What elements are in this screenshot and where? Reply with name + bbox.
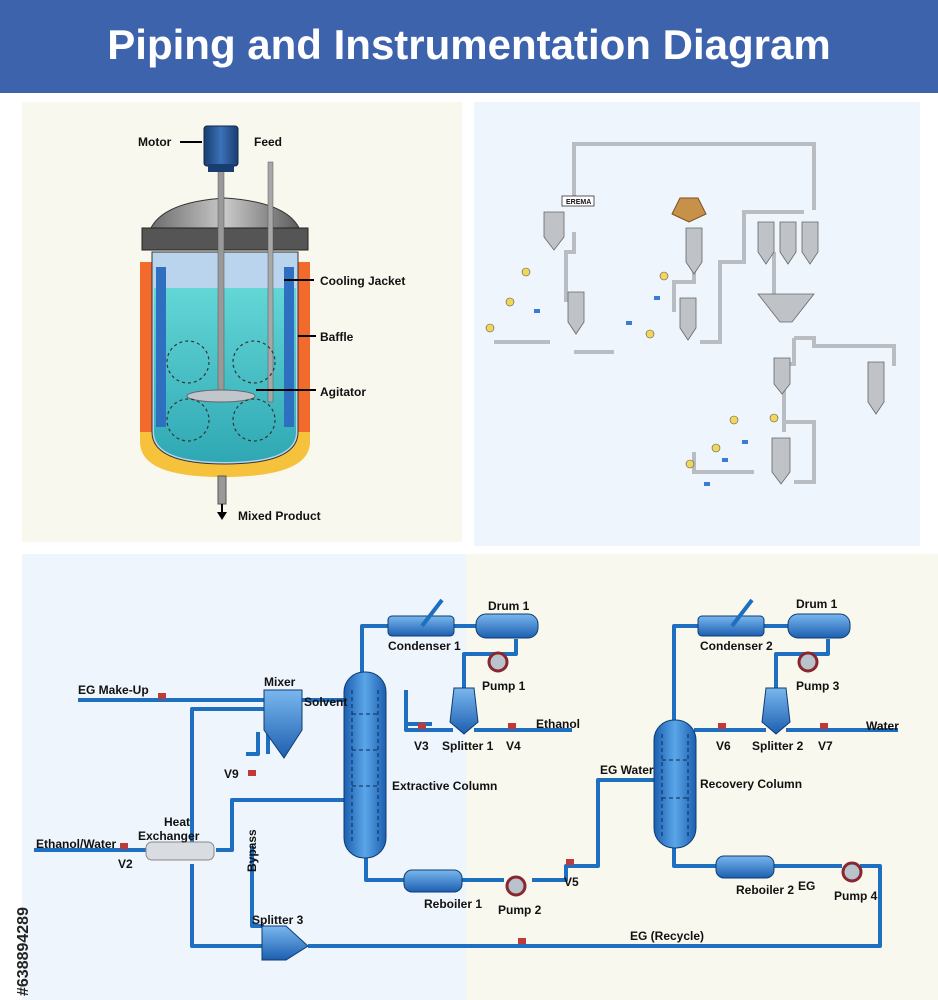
condenser-1-vent (420, 598, 444, 628)
reboiler-1-label: Reboiler 1 (424, 897, 482, 911)
extractive-column (343, 671, 387, 859)
vessel-flange (141, 227, 309, 251)
splitter-3-label: Splitter 3 (252, 913, 304, 927)
v7-label: V7 (818, 739, 833, 753)
erema-gauges (485, 267, 779, 469)
pump-4-label: Pump 4 (834, 889, 878, 903)
water-label: Water (866, 719, 899, 733)
agitator-label: Agitator (320, 385, 366, 399)
callout-arrows (180, 141, 316, 391)
condenser-2-vent (730, 598, 754, 628)
ethanol-label: Ethanol (536, 717, 580, 731)
condenser-2 (697, 615, 765, 637)
agitator-blades (186, 389, 256, 403)
v9-label: V9 (224, 767, 239, 781)
v4-label: V4 (506, 739, 521, 753)
reboiler-2-label: Reboiler 2 (736, 883, 794, 897)
erema-label-box (561, 195, 595, 207)
extractive-column-label: Extractive Column (392, 779, 497, 793)
stock-id-watermark: #638894289 (15, 907, 32, 996)
pump-3 (797, 651, 819, 673)
erema-panel: EREMA (474, 102, 920, 546)
recovery-column-trays (661, 734, 689, 836)
erema-valves (534, 296, 748, 486)
v2-label: V2 (118, 857, 133, 871)
ethanol-water-label: Ethanol/Water (36, 837, 117, 851)
heat-label: Heat (164, 815, 190, 829)
splitter-2 (761, 687, 791, 735)
bypass-label: Bypass (245, 829, 259, 872)
splitter-3 (261, 925, 309, 961)
splitter-1 (449, 687, 479, 735)
splitter-1-label: Splitter 1 (442, 739, 494, 753)
cooling-jacket-label: Cooling Jacket (320, 274, 405, 288)
eg-recycle-label: EG (Recycle) (630, 929, 704, 943)
drum-1-label: Drum 1 (488, 599, 530, 613)
agitator-shaft (217, 167, 225, 399)
recovery-column (653, 719, 697, 849)
motor-base (208, 164, 234, 172)
pump-4 (841, 861, 863, 883)
process-panel: EG Make-Up Mixer Solvent Condenser 1 Dru… (22, 554, 938, 1000)
reactor-diagram: Motor Feed Cooling Jacket Baffle Agitato… (138, 125, 405, 523)
pump-2 (505, 875, 527, 897)
drum-2-label: Drum 1 (796, 597, 838, 611)
eg-makeup-label: EG Make-Up (78, 683, 149, 697)
page-title: Piping and Instrumentation Diagram (107, 21, 831, 68)
pump-1 (487, 651, 509, 673)
mixer-label: Mixer (264, 675, 296, 689)
exchanger-label: Exchanger (138, 829, 200, 843)
reactor-panel: Motor Feed Cooling Jacket Baffle Agitato… (22, 102, 462, 542)
motor-label: Motor (138, 135, 172, 149)
solvent-label: Solvent (304, 695, 347, 709)
drum-1 (475, 613, 539, 639)
vessel-fluid (154, 288, 296, 462)
reboiler-1 (403, 869, 463, 893)
condenser-1 (387, 615, 455, 637)
pump-1-label: Pump 1 (482, 679, 526, 693)
eg-water-label: EG Water (600, 763, 654, 777)
erema-label: EREMA (566, 199, 591, 206)
vessel-lid (149, 197, 301, 231)
eg-label: EG (798, 879, 815, 893)
feed-label: Feed (254, 135, 282, 149)
product-arrow-head (217, 512, 227, 520)
splitter-2-label: Splitter 2 (752, 739, 804, 753)
v5-label: V5 (564, 875, 579, 889)
product-outlet-pipe (217, 475, 227, 505)
feed-pipe (267, 161, 274, 403)
flow-circulation (166, 340, 276, 442)
pump-3-label: Pump 3 (796, 679, 840, 693)
baffle-right (284, 267, 294, 427)
baffle-left (156, 267, 166, 427)
pump-2-label: Pump 2 (498, 903, 542, 917)
erema-diagram: EREMA (485, 142, 896, 486)
recovery-column-label: Recovery Column (700, 777, 802, 791)
header-banner: Piping and Instrumentation Diagram (0, 0, 938, 93)
process-flow-diagram: EG Make-Up Mixer Solvent Condenser 1 Dru… (34, 597, 899, 961)
mixed-product-label: Mixed Product (238, 509, 321, 523)
mixer (263, 689, 303, 759)
extractive-column-trays (351, 690, 379, 844)
heat-exchanger (145, 841, 215, 861)
condenser-2-label: Condenser 2 (700, 639, 773, 653)
erema-vessels (543, 211, 885, 485)
v6-label: V6 (716, 739, 731, 753)
drum-2 (787, 613, 851, 639)
v3-label: V3 (414, 739, 429, 753)
process-valves (120, 693, 828, 944)
erema-hopper (671, 197, 707, 223)
baffle-label: Baffle (320, 330, 354, 344)
stock-id-text: #638894289 (15, 907, 32, 996)
motor-body (203, 125, 239, 167)
condenser-1-label: Condenser 1 (388, 639, 461, 653)
reboiler-2 (715, 855, 775, 879)
